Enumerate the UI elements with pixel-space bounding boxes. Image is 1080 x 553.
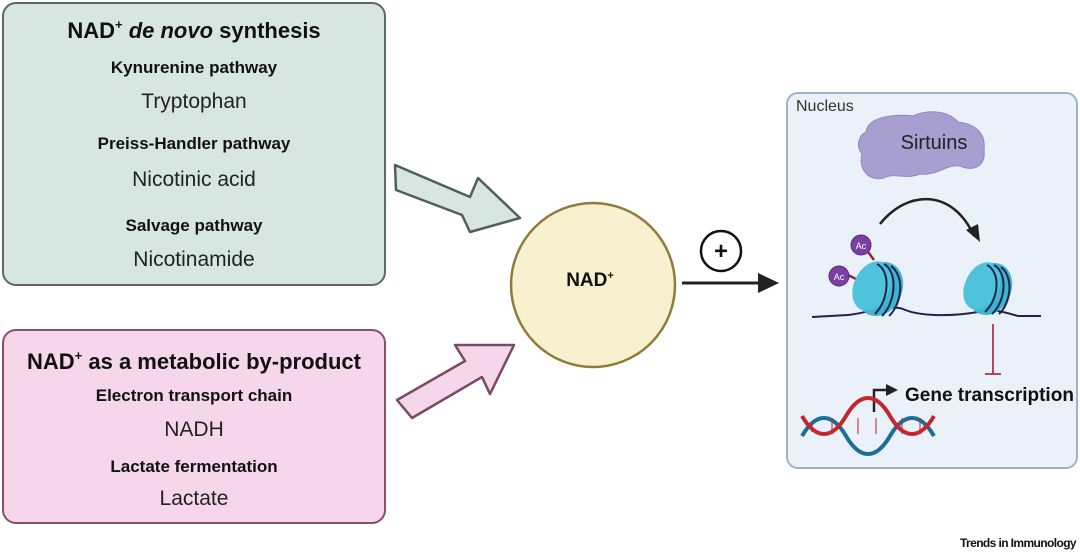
sirtuin-protein-icon	[858, 111, 985, 180]
pathway-name: Kynurenine pathway	[110, 58, 278, 77]
title-nad: NAD	[26, 349, 75, 374]
acetyl-label: Ac	[856, 241, 867, 251]
pathway-name: Electron transport chain	[95, 386, 293, 405]
sirtuins-label: Sirtuins	[900, 132, 968, 154]
deacetylation-arrow	[879, 198, 976, 237]
acetylated-nucleosome	[847, 248, 904, 317]
activation-arrowhead	[758, 273, 779, 293]
pathway-substrate: NADH	[164, 418, 224, 441]
nad-circle	[509, 201, 677, 369]
pathway-name: Preiss-Handler pathway	[97, 134, 291, 153]
acetyl-label: Ac	[834, 272, 845, 282]
title-suffix: as a metabolic by-product	[88, 349, 361, 374]
byproduct-box: NAD+ as a metabolic by-product Electron …	[2, 329, 386, 524]
nucleus-graphics: Ac Ac	[800, 111, 1041, 456]
nad-text: NAD	[566, 270, 608, 291]
pathway-substrate: Lactate	[159, 487, 229, 510]
acetyl-mark-icon	[828, 265, 850, 287]
plus-symbol: +	[714, 238, 728, 265]
deacetylation-arrowhead	[966, 224, 980, 242]
deacetylated-nucleosome	[963, 262, 1013, 316]
nucleus-panel: Ac Ac Nuc	[786, 92, 1078, 469]
pathway-name: Lactate fermentation	[110, 457, 278, 476]
acetyl-mark-icon	[850, 234, 872, 256]
denovo-synthesis-box: NAD+ de novo synthesis Kynurenine pathwa…	[2, 2, 386, 286]
transcription-arrowhead	[886, 384, 898, 396]
nad-sup: +	[607, 270, 614, 282]
nucleus-label: Nucleus	[796, 98, 854, 115]
title-suffix: synthesis	[219, 18, 321, 43]
gene-transcription-label: Gene transcription	[905, 385, 1074, 406]
pathway-substrate: Nicotinic acid	[132, 168, 256, 191]
pathway-name: Salvage pathway	[125, 216, 263, 235]
plus-circle-icon	[699, 229, 743, 273]
title-sup: +	[114, 17, 123, 32]
byproduct-title: NAD+ as a metabolic by-product	[4, 348, 384, 375]
chromatin-dna-line	[811, 306, 1041, 318]
byproduct-to-nad-arrow	[395, 343, 516, 420]
nad-label: NAD+	[510, 270, 670, 292]
title-nad: NAD	[67, 18, 115, 43]
denovo-to-nad-arrow	[393, 163, 522, 234]
pathway-substrate: Nicotinamide	[133, 248, 255, 271]
denovo-title: NAD+ de novo synthesis	[4, 17, 384, 44]
transcription-start-arrow	[872, 388, 888, 412]
journal-credit: Trends in Immunology	[959, 536, 1077, 550]
dna-helix-icon	[800, 396, 936, 456]
title-italic: de novo	[128, 18, 214, 43]
title-sup: +	[74, 348, 83, 363]
pathway-substrate: Tryptophan	[141, 90, 247, 113]
